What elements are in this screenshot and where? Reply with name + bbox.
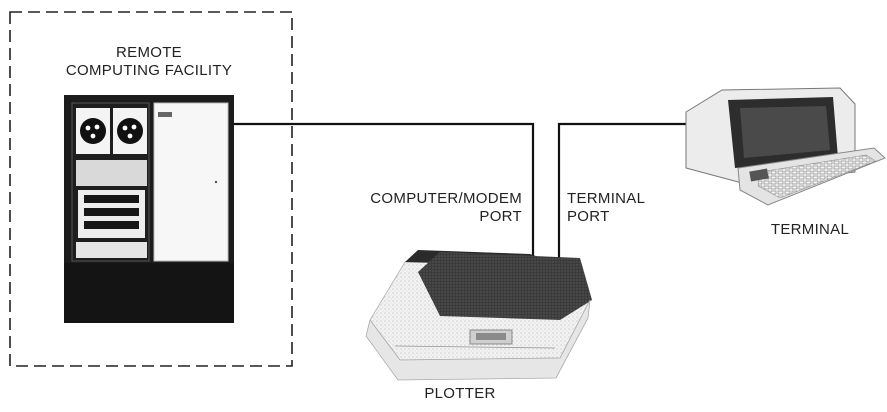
remote-facility-label-line2: COMPUTING FACILITY (18, 62, 280, 80)
terminal-port-label: TERMINAL PORT (567, 190, 707, 226)
mainframe-computer (64, 95, 234, 323)
terminal-device (686, 88, 885, 205)
terminal-port-label-line2: PORT (567, 208, 707, 226)
computer-modem-port-label-line1: COMPUTER/MODEM (300, 190, 522, 208)
computer-modem-port-label: COMPUTER/MODEM PORT (300, 190, 522, 226)
computer-modem-port-label-line2: PORT (300, 208, 522, 226)
remote-facility-label: REMOTE COMPUTING FACILITY (18, 44, 280, 80)
remote-facility-label-line1: REMOTE (18, 44, 280, 62)
terminal-port-label-line1: TERMINAL (567, 190, 707, 208)
plotter-label: PLOTTER (400, 385, 520, 403)
plotter-device (366, 250, 592, 380)
terminal-label: TERMINAL (740, 221, 880, 239)
